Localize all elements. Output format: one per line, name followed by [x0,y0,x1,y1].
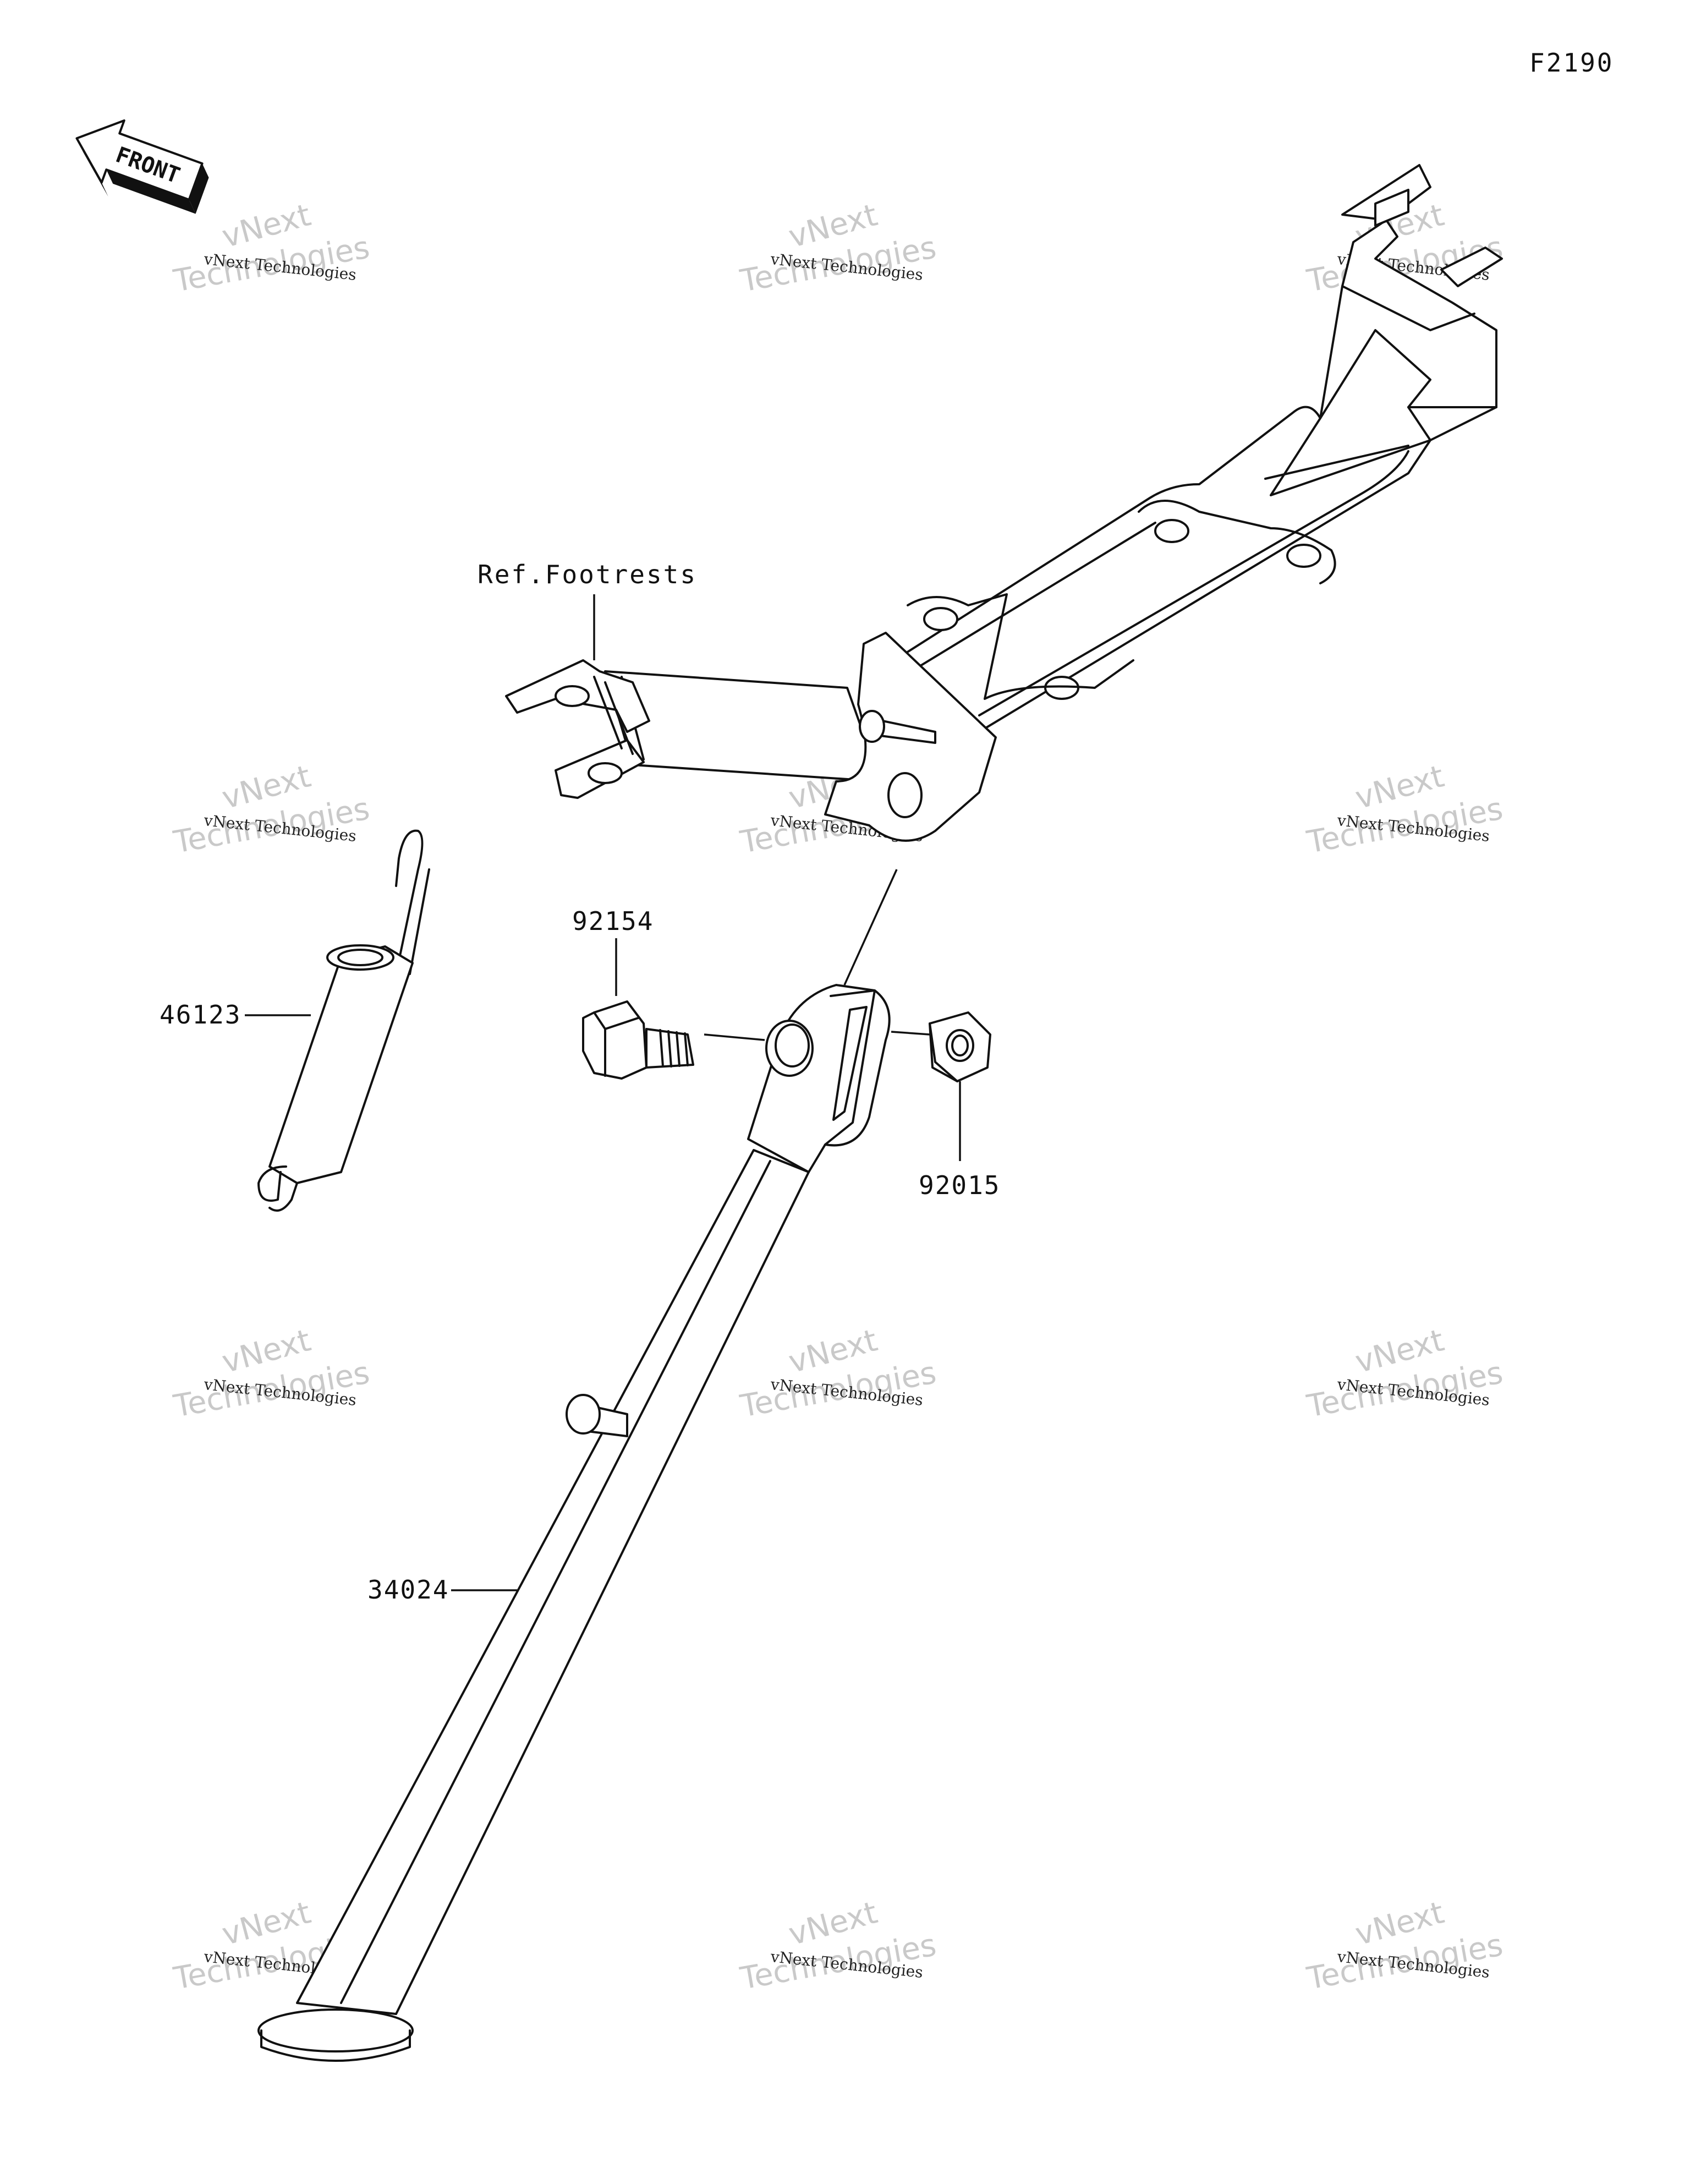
reference-label: Ref.Footrests [478,560,697,589]
axis-92015 [891,1031,930,1036]
footrest-bracket [505,164,1503,842]
front-arrow-icon: FRONT [75,119,209,214]
bolt-92154 [582,1000,694,1080]
pivot-leader [843,869,898,986]
part-number-34024: 34024 [367,1575,449,1605]
figure-code: F2190 [1529,48,1614,78]
axis-92154 [704,1033,765,1041]
part-number-92015: 92015 [919,1170,1000,1200]
part-number-46123: 46123 [160,1000,241,1030]
nut-92015 [929,1011,991,1082]
spring-46123 [257,829,430,1212]
side-stand [257,984,891,2062]
part-number-92154: 92154 [572,906,654,936]
